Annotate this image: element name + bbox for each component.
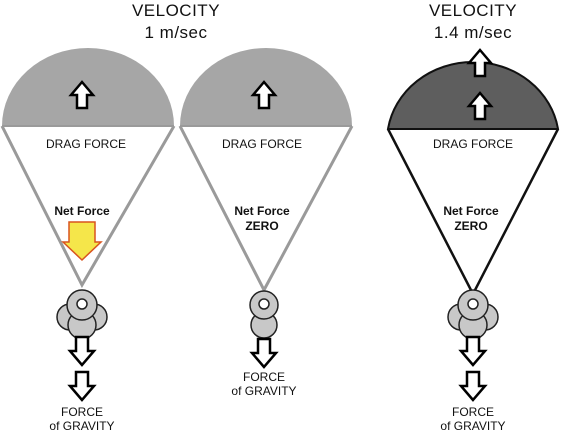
velocity-value-1: 1 m/sec xyxy=(144,23,208,42)
gravity-down-arrow-icon-2 xyxy=(250,337,278,369)
velocity-title-1: VELOCITY xyxy=(131,1,221,20)
canopy-3 xyxy=(386,61,560,130)
velocity-value-3: 1.4 m/sec xyxy=(433,23,513,42)
net-force-label-1: Net Force xyxy=(54,204,110,218)
net-force-value-2: ZERO xyxy=(245,219,279,233)
skydiver-icon-2 xyxy=(249,290,279,339)
gravity-down-arrow-icon-1b xyxy=(68,370,96,402)
gravity-label-1: FORCE of GRAVITY xyxy=(49,405,114,433)
net-force-value-3: ZERO xyxy=(454,219,488,233)
skydiver-icon-3 xyxy=(447,289,499,340)
rigging-lines-2 xyxy=(178,125,354,294)
gravity-label-1-line2: of GRAVITY xyxy=(49,419,115,433)
drag-force-label-2: DRAG FORCE xyxy=(221,137,303,151)
rigging-lines-1 xyxy=(0,125,176,289)
parachute-panel-3 xyxy=(386,48,560,402)
gravity-label-3-line1: FORCE xyxy=(451,405,494,419)
gravity-label-1-line1: FORCE xyxy=(60,405,103,419)
gravity-down-arrow-icon-1a xyxy=(68,335,96,367)
skydiver-icon-1 xyxy=(56,289,108,340)
drag-force-label-3: DRAG FORCE xyxy=(432,137,514,151)
gravity-down-arrow-icon-3a xyxy=(459,335,487,367)
net-force-block-3: Net Force ZERO xyxy=(443,204,498,234)
parachute-panel-2 xyxy=(178,48,354,369)
gravity-label-2-line2: of GRAVITY xyxy=(231,384,297,398)
net-force-label-2: Net Force xyxy=(234,204,290,218)
gravity-down-arrow-icon-3b xyxy=(459,370,487,402)
net-force-label-3: Net Force xyxy=(443,204,499,218)
gravity-label-2: FORCE of GRAVITY xyxy=(231,370,296,398)
canopy-1 xyxy=(2,48,174,126)
parachute-panel-1 xyxy=(0,48,176,402)
net-force-block-2: Net Force ZERO xyxy=(234,204,289,234)
gravity-label-3-line2: of GRAVITY xyxy=(440,419,506,433)
net-force-down-arrow-icon xyxy=(61,221,103,262)
gravity-label-3: FORCE of GRAVITY xyxy=(440,405,505,433)
drag-force-label-1: DRAG FORCE xyxy=(45,137,127,151)
velocity-title-3: VELOCITY xyxy=(428,1,518,20)
gravity-label-2-line1: FORCE xyxy=(242,370,285,384)
